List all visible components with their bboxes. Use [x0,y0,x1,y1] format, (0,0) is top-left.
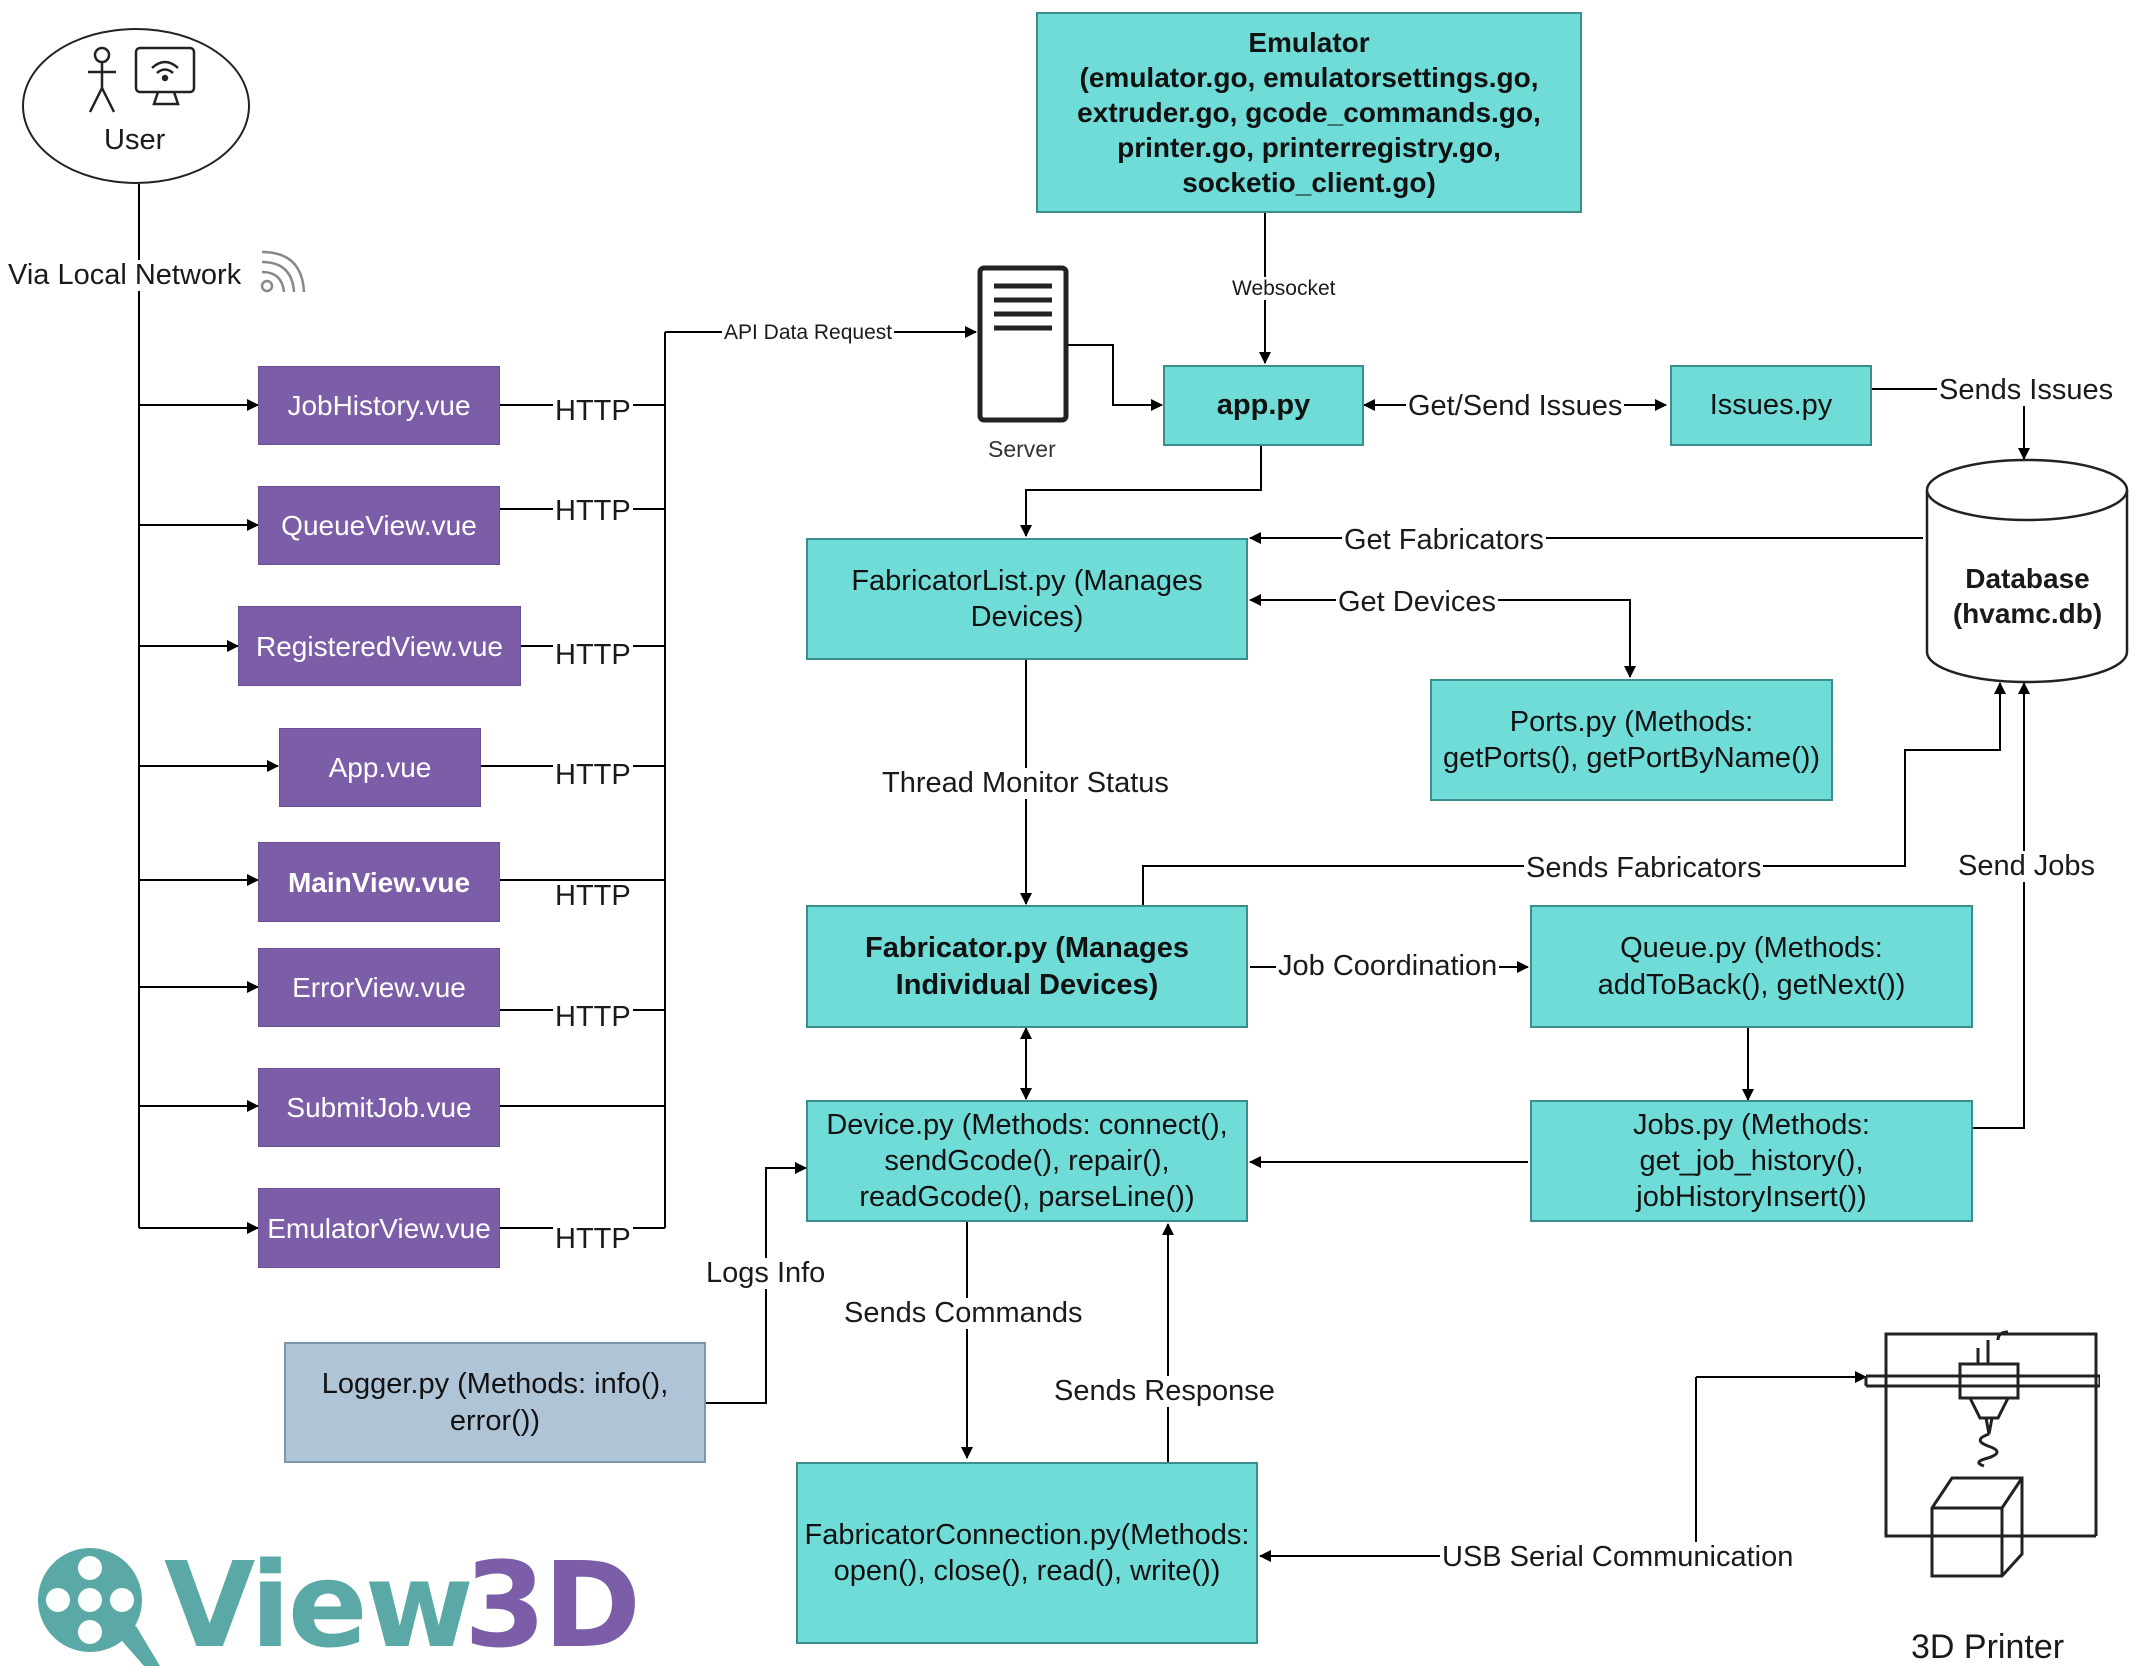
user-node: User [22,28,250,184]
app-py-box: app.py [1163,365,1364,446]
database-label: Database (hvamc.db) [1952,563,2103,629]
fabricator-py-box: Fabricator.py (Manages Individual Device… [806,905,1248,1028]
jobs-py-box: Jobs.py (Methods: get_job_history(), job… [1530,1100,1973,1222]
logo-text-3d: 3D [464,1536,641,1674]
logo-text-view: View [164,1536,474,1674]
user-label: User [104,124,166,156]
logger-py-box: Logger.py (Methods: info(), error()) [284,1342,706,1463]
get-send-issues-label: Get/Send Issues [1406,390,1625,422]
job-coordination-label: Job Coordination [1276,950,1500,982]
device-py-box: Device.py (Methods: connect(), sendGcode… [806,1100,1248,1222]
get-devices-label: Get Devices [1336,586,1498,618]
vue-file-emulatorview: EmulatorView.vue [258,1188,500,1268]
emulator-title: Emulator [1248,27,1370,58]
ports-py-box: Ports.py (Methods: getPorts(), getPortBy… [1430,679,1833,801]
vue-file-registeredview: RegisteredView.vue [238,606,521,686]
http-label-registeredview: HTTP [553,639,633,671]
websocket-label: Websocket [1230,277,1338,300]
emulator-files: (emulator.go, emulatorsettings.go, extru… [1077,62,1541,198]
vue-file-queueview: QueueView.vue [258,486,500,565]
usb-serial-label: USB Serial Communication [1440,1541,1796,1573]
get-fabricators-label: Get Fabricators [1342,524,1546,556]
emulator-box: Emulator (emulator.go, emulatorsettings.… [1036,12,1582,213]
vue-file-app: App.vue [279,728,481,807]
view3d-logo: View 3D [26,1534,666,1674]
sends-commands-label: Sends Commands [842,1297,1085,1329]
http-label-errorview: HTTP [553,1001,633,1033]
queue-py-box: Queue.py (Methods: addToBack(), getNext(… [1530,905,1973,1028]
http-label-emulatorview: HTTP [553,1223,633,1255]
sends-response-label: Sends Response [1052,1375,1277,1407]
wifi-signal-icon [260,250,306,293]
issues-py-box: Issues.py [1670,365,1872,446]
vue-file-errorview: ErrorView.vue [258,948,500,1027]
film-reel-q-logo-icon [38,1548,160,1666]
fabricator-connection-box: FabricatorConnection.py(Methods: open(),… [796,1462,1258,1644]
server-icon [977,265,1069,423]
sends-fabricators-label: Sends Fabricators [1524,852,1764,884]
vue-file-jobhistory: JobHistory.vue [258,366,500,445]
send-jobs-label: Send Jobs [1956,850,2098,882]
vue-file-mainview: MainView.vue [258,842,500,922]
database-cylinder-icon [1925,458,2129,684]
http-label-queueview: HTTP [553,495,633,527]
http-label-jobhistory: HTTP [553,395,633,427]
sends-issues-label: Sends Issues [1937,374,2116,406]
user-computer-icon [88,46,196,113]
api-request-label: API Data Request [722,321,895,344]
network-label: Via Local Network [6,259,244,291]
vue-file-submitjob: SubmitJob.vue [258,1068,500,1147]
http-label-mainview: HTTP [553,880,633,912]
logs-info-label: Logs Info [704,1257,828,1289]
thread-monitor-label: Thread Monitor Status [880,767,1171,799]
http-label-app: HTTP [553,759,633,791]
server-label: Server [988,436,1056,462]
printer-label: 3D Printer [1911,1628,2065,1666]
3d-printer-icon [1864,1330,2100,1578]
fabricator-list-box: FabricatorList.py (Manages Devices) [806,538,1248,660]
